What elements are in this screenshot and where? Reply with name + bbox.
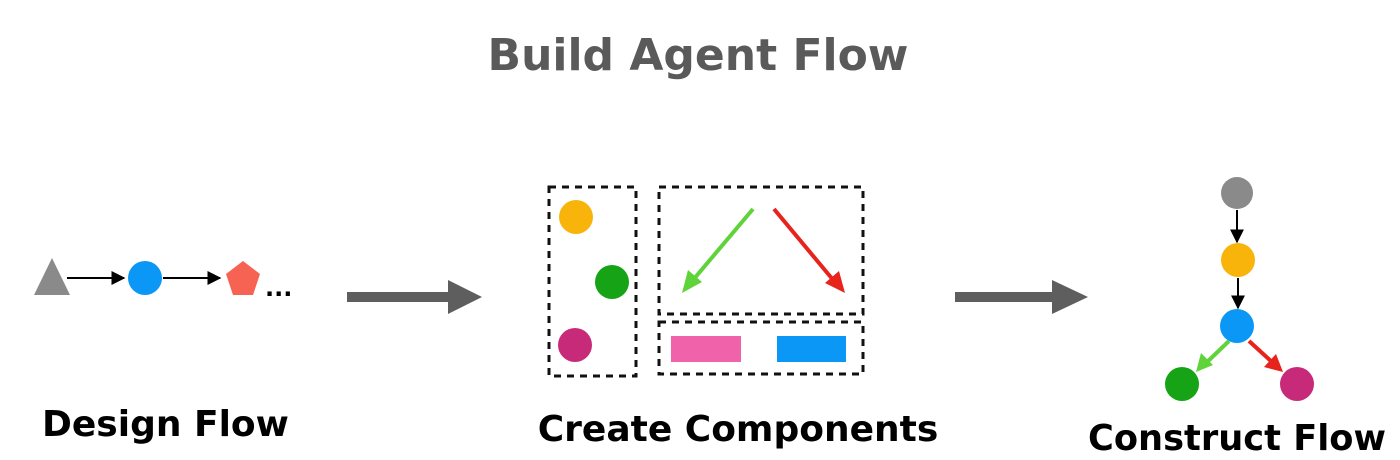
magenta-flow-node — [1280, 367, 1314, 401]
green-node — [595, 265, 629, 299]
yellow-flow-node — [1221, 243, 1255, 277]
stage-label-construct-flow: Construct Flow — [1088, 418, 1386, 459]
construct-red-arrow — [1247, 339, 1283, 372]
process-arrow-2 — [955, 280, 1088, 314]
edges-component-box — [657, 185, 865, 316]
stage-label-create-components: Create Components — [538, 409, 939, 450]
blue-circle-node — [128, 261, 162, 295]
process-arrow-1 — [347, 280, 482, 314]
diagram-title: Build Agent Flow — [488, 30, 909, 81]
red-edge-arrow — [772, 207, 845, 293]
blue-bar-component — [777, 336, 846, 362]
blue-flow-node — [1220, 309, 1254, 343]
pink-bar-component — [671, 336, 741, 362]
construct-flow-stage: Construct Flow — [1088, 177, 1386, 459]
nodes-component-box — [547, 185, 638, 378]
create-components-stage: Create Components — [538, 185, 939, 450]
conditions-component-box — [657, 320, 865, 376]
construct-green-arrow — [1196, 339, 1231, 372]
magenta-node — [558, 328, 592, 362]
gray-triangle-shape — [34, 258, 70, 295]
yellow-node — [559, 200, 593, 234]
design-flow-stage: ... Design Flow — [34, 258, 292, 445]
green-edge-arrow — [682, 207, 755, 293]
stage-label-design-flow: Design Flow — [42, 404, 289, 445]
gray-start-node — [1221, 177, 1253, 209]
green-flow-node — [1165, 367, 1199, 401]
red-pentagon-node — [226, 261, 260, 295]
design-flow-ellipsis: ... — [265, 274, 292, 302]
